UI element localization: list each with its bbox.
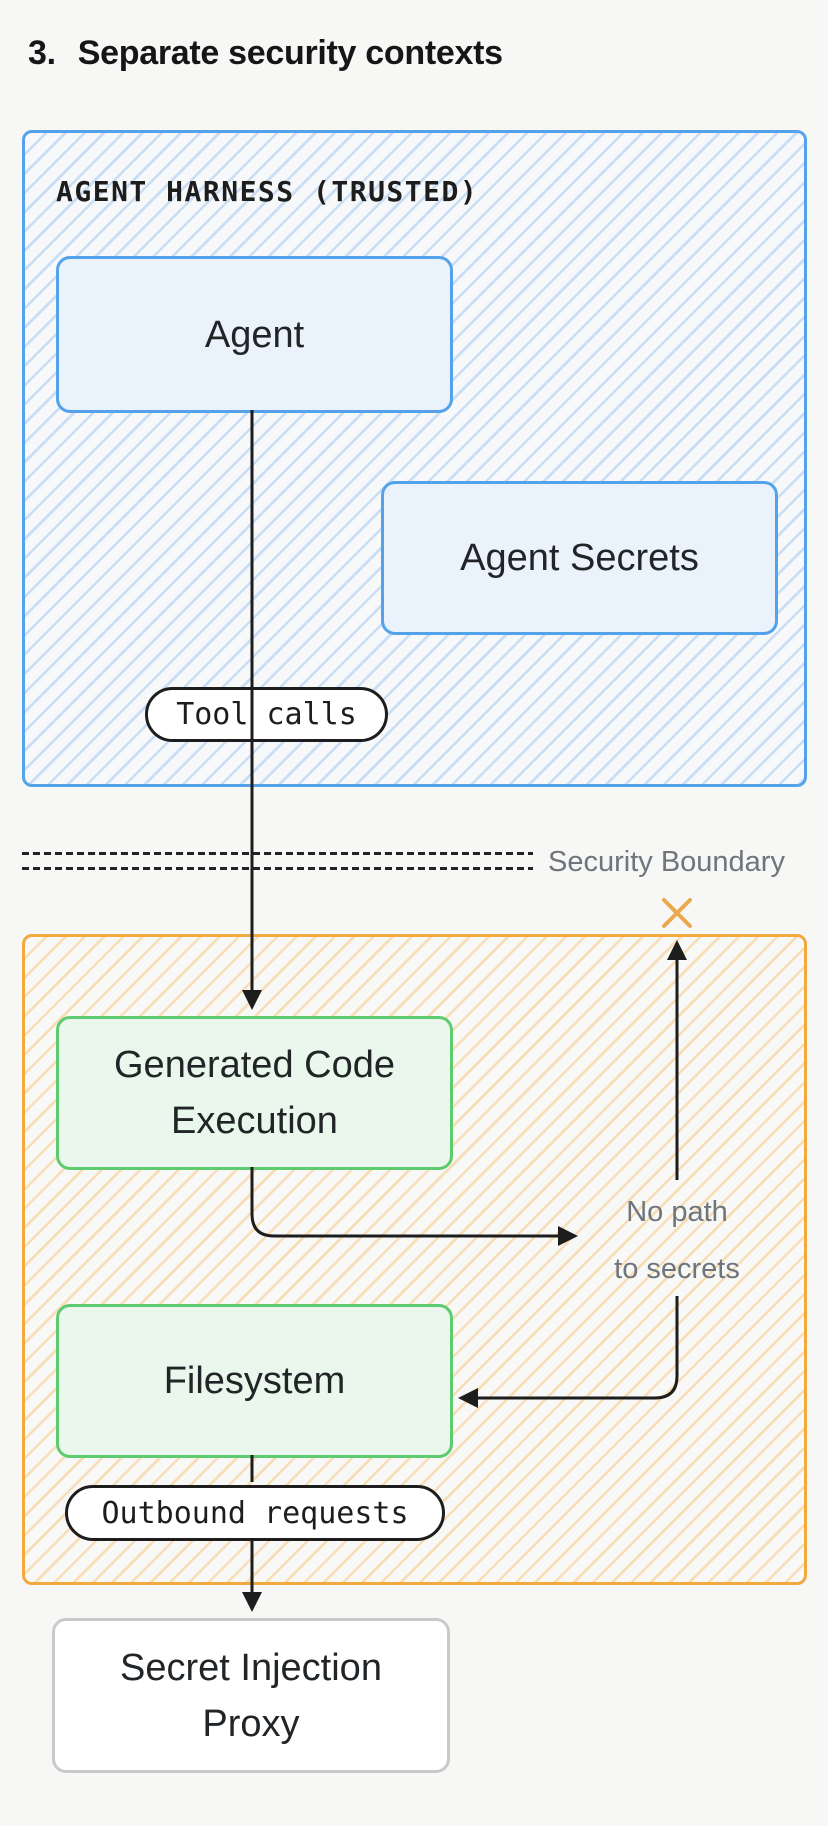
node-filesystem-label: Filesystem [163, 1360, 346, 1402]
trusted-zone-label: AGENT HARNESS (TRUSTED) [56, 175, 479, 208]
node-agent-label: Agent [204, 313, 305, 356]
outbound-requests-pill-label: Outbound requests [101, 1495, 409, 1531]
node-secret-injection-proxy: Secret Injection Proxy [52, 1618, 450, 1773]
page-title-number: 3. [28, 34, 56, 72]
page-title-text: Separate security contexts [77, 34, 503, 72]
node-filesystem: Filesystem [56, 1304, 453, 1458]
security-boundary-label: Security Boundary [548, 846, 785, 878]
page-title: 3. Separate security contexts [28, 34, 503, 73]
x-mark-icon [662, 898, 692, 928]
node-agent: Agent [56, 256, 453, 413]
trusted-zone: AGENT HARNESS (TRUSTED) Agent Agent Secr… [22, 130, 807, 787]
security-boundary-dash-line [22, 852, 533, 855]
node-generated-code-execution: Generated Code Execution [56, 1016, 453, 1170]
node-generated-code-execution-label: Generated Code Execution [114, 1044, 395, 1142]
security-boundary-dash-line [22, 867, 533, 870]
outbound-requests-pill: Outbound requests [65, 1485, 445, 1541]
node-agent-secrets: Agent Secrets [381, 481, 778, 635]
no-path-line2: to secrets [614, 1253, 740, 1285]
arrowhead-down-proxy [242, 1592, 262, 1612]
tool-calls-pill: Tool calls [145, 687, 388, 742]
no-path-line1: No path [626, 1196, 728, 1228]
tool-calls-pill-label: Tool calls [176, 697, 357, 732]
node-secret-injection-proxy-label: Secret Injection Proxy [120, 1646, 382, 1745]
node-agent-secrets-label: Agent Secrets [460, 537, 699, 579]
no-path-to-secrets-label: No path to secrets [587, 1184, 767, 1298]
